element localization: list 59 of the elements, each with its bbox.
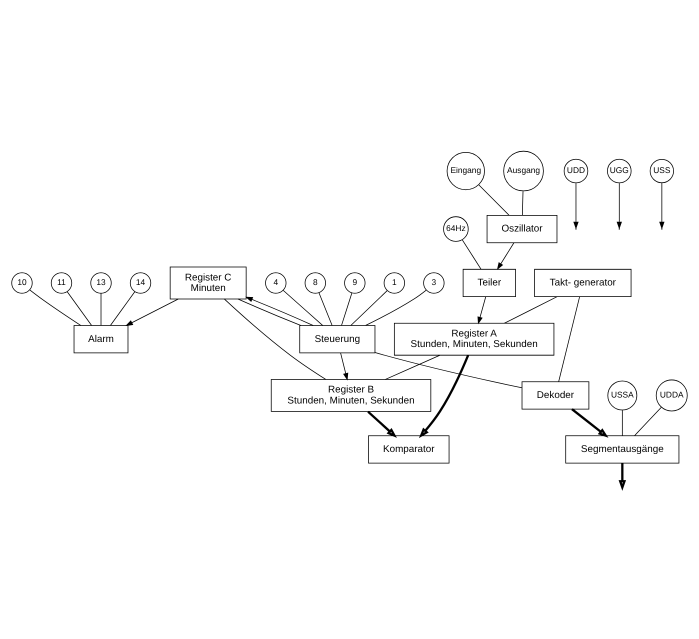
connector — [110, 291, 136, 326]
node-circle: USS — [650, 158, 674, 184]
node-circle: 64Hz — [443, 216, 469, 242]
node-box: Takt- generator — [534, 268, 632, 298]
arrow — [478, 296, 486, 324]
node-box: Segmentausgänge — [565, 435, 680, 464]
connector — [374, 352, 522, 388]
node-box: Register A Stunden, Minuten, Sekunden — [394, 322, 554, 356]
connector — [478, 184, 510, 216]
arrow — [125, 298, 179, 326]
arrow — [245, 296, 314, 326]
connector — [522, 190, 524, 216]
node-box: Steuerung — [299, 325, 376, 354]
node-circle: 1 — [384, 272, 405, 294]
arrow — [618, 463, 626, 491]
connector — [238, 298, 302, 326]
arrow — [367, 410, 397, 438]
arrow — [418, 354, 470, 438]
arrow — [340, 352, 348, 381]
connector — [462, 240, 482, 270]
connector — [30, 290, 82, 326]
node-circle: 13 — [90, 272, 112, 294]
node-box: Register C Minuten — [170, 266, 247, 300]
connector — [224, 298, 326, 380]
connector — [100, 292, 102, 326]
connector — [634, 406, 662, 436]
node-circle: 11 — [50, 272, 72, 294]
connector — [622, 410, 623, 436]
node-box: Komparator — [368, 435, 450, 464]
arrow — [573, 182, 579, 230]
node-box: Dekoder — [522, 381, 590, 410]
node-circle: UGG — [607, 158, 632, 184]
connector — [384, 354, 440, 380]
node-circle: 9 — [344, 272, 366, 294]
node-circle: 8 — [304, 272, 326, 294]
node-circle: UDDA — [656, 380, 688, 412]
node-circle: 10 — [11, 272, 33, 294]
connector — [350, 290, 388, 326]
node-circle: 3 — [423, 272, 444, 294]
connector — [282, 290, 324, 326]
node-circle: USSA — [607, 380, 638, 410]
node-circle: 4 — [265, 272, 286, 294]
connector — [341, 292, 352, 326]
connector — [365, 290, 426, 326]
connector — [66, 291, 92, 326]
arrow — [616, 182, 622, 230]
node-box: Register B Stunden, Minuten, Sekunden — [270, 379, 432, 412]
connector — [318, 292, 333, 326]
node-circle: UDD — [564, 158, 588, 184]
arrow — [496, 242, 514, 270]
connector — [558, 296, 580, 382]
node-box: Alarm — [74, 325, 128, 354]
node-box: Teiler — [462, 268, 516, 298]
arrow — [571, 408, 608, 438]
node-circle: 14 — [130, 272, 152, 294]
node-circle: Eingang — [446, 152, 485, 190]
node-circle: Ausgang — [503, 150, 544, 192]
connector — [504, 296, 558, 324]
node-box: Oszillator — [486, 214, 558, 244]
